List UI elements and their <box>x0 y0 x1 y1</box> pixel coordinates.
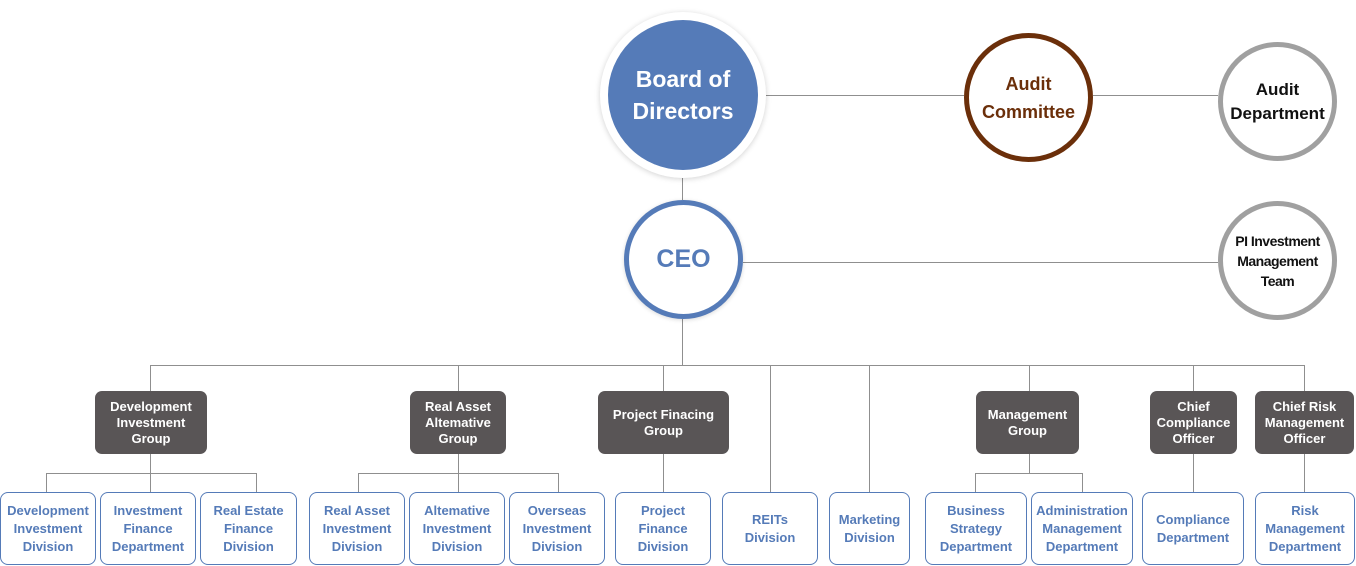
audit-department-node: Audit Department <box>1218 42 1337 161</box>
unit-real-asset-investment-division: Real Asset Investment Division <box>309 492 405 565</box>
cco-stem <box>1193 454 1194 492</box>
group-chief-risk-management-officer: Chief Risk Management Officer <box>1255 391 1354 454</box>
unit-business-strategy-department: Business Strategy Department <box>925 492 1027 565</box>
ra-sub-drop-1 <box>358 473 359 492</box>
unit-compliance-department: Compliance Department <box>1142 492 1244 565</box>
connector-ceo-pi <box>743 262 1218 263</box>
ra-group-subbus <box>358 473 559 474</box>
connector-audit-committee-department <box>1093 95 1218 96</box>
drop-marketing <box>869 365 870 492</box>
drop-realasset-group <box>458 365 459 391</box>
group-real-asset-alternative: Real Asset Altemative Group <box>410 391 506 454</box>
group-chief-compliance-officer: Chief Compliance Officer <box>1150 391 1237 454</box>
unit-reits-division: REITs Division <box>722 492 818 565</box>
dev-sub-drop-3 <box>256 473 257 492</box>
drop-crmo <box>1304 365 1305 391</box>
unit-marketing-division: Marketing Division <box>829 492 910 565</box>
unit-real-estate-finance-division: Real Estate Finance Division <box>200 492 297 565</box>
pi-investment-team-node: PI Investment Management Team <box>1218 201 1337 320</box>
drop-pf-group <box>663 365 664 391</box>
unit-alternative-investment-division: Altemative Investment Division <box>409 492 505 565</box>
drop-mgmt-group <box>1029 365 1030 391</box>
board-of-directors-label: Board of Directors <box>608 20 758 170</box>
connector-ceo-bus <box>682 319 683 365</box>
drop-dev-group <box>150 365 151 391</box>
group-project-financing: Project Finacing Group <box>598 391 729 454</box>
mgmt-group-stem <box>1029 454 1030 473</box>
drop-cco <box>1193 365 1194 391</box>
unit-investment-finance-department: Investment Finance Department <box>100 492 196 565</box>
ceo-node: CEO <box>624 200 743 319</box>
group-management: Management Group <box>976 391 1079 454</box>
connector-board-ceo <box>682 178 683 200</box>
audit-committee-node: Audit Committee <box>964 33 1093 162</box>
main-bus <box>150 365 1305 366</box>
mgmt-sub-drop-2 <box>1082 473 1083 492</box>
connector-board-audit <box>766 95 964 96</box>
unit-overseas-investment-division: Overseas Investment Division <box>509 492 605 565</box>
pf-group-stem <box>663 454 664 492</box>
ra-sub-drop-3 <box>558 473 559 492</box>
unit-administration-management-department: Administration Management Department <box>1031 492 1133 565</box>
mgmt-group-subbus <box>975 473 1083 474</box>
mgmt-sub-drop-1 <box>975 473 976 492</box>
board-of-directors-node: Board of Directors <box>600 12 766 178</box>
unit-project-finance-division: Project Finance Division <box>615 492 711 565</box>
crmo-stem <box>1304 454 1305 492</box>
drop-reits <box>770 365 771 492</box>
group-development-investment: Development Investment Group <box>95 391 207 454</box>
dev-group-subbus <box>46 473 257 474</box>
unit-development-investment-division: Development Investment Division <box>0 492 96 565</box>
unit-risk-management-department: Risk Management Department <box>1255 492 1355 565</box>
dev-sub-drop-1 <box>46 473 47 492</box>
